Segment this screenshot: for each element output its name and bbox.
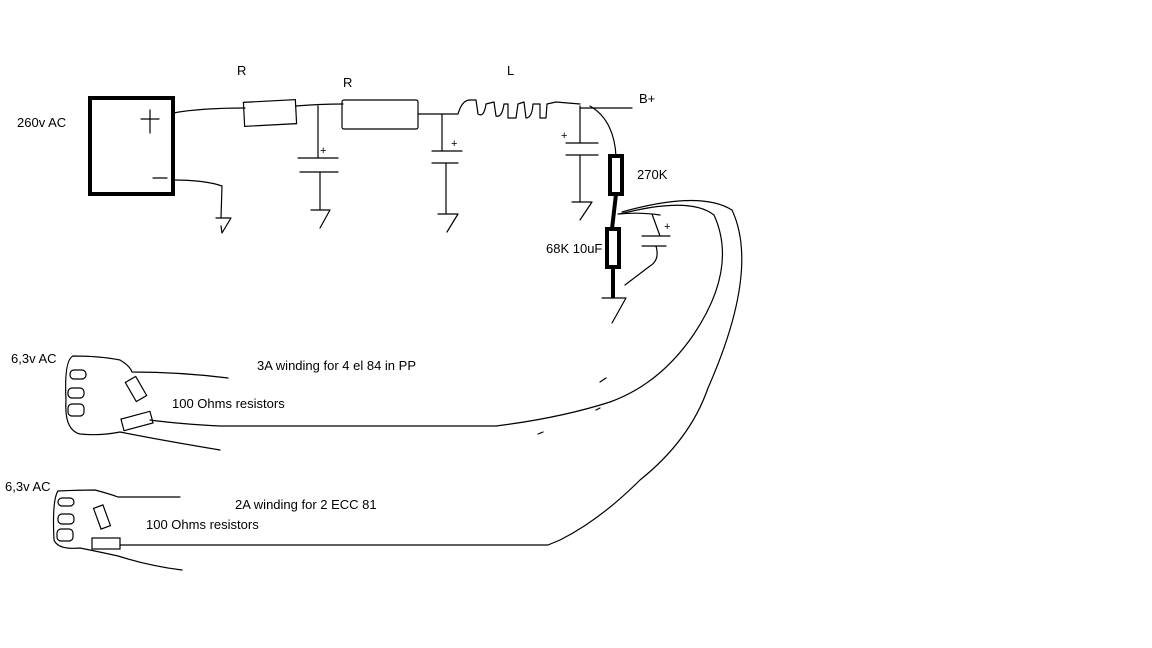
wire-source-ground bbox=[172, 179, 223, 219]
heater-1-resistor-b bbox=[120, 410, 154, 432]
cap-10uf bbox=[617, 212, 671, 286]
b-plus-label: B+ bbox=[639, 91, 656, 106]
wire-r1-to-r2 bbox=[295, 103, 344, 107]
heater-2-resistor-a bbox=[92, 504, 112, 530]
cap3-plus: + bbox=[561, 130, 568, 142]
resistor-270k-label: 270K bbox=[637, 167, 668, 182]
heater-1-return-wire bbox=[149, 204, 724, 427]
heater-1-resistors-label: 100 Ohms resistors bbox=[172, 396, 285, 411]
heater-2-resistors-label: 100 Ohms resistors bbox=[146, 517, 259, 532]
inductor-label: L bbox=[507, 63, 515, 78]
wire-bplus-to-270k bbox=[589, 105, 617, 157]
heater-1-desc-label: 3A winding for 4 el 84 in PP bbox=[257, 358, 416, 373]
cap2-wire bbox=[431, 113, 463, 214]
heater-1-pin-1 bbox=[69, 369, 87, 380]
wire-270k-to-68k bbox=[610, 193, 618, 230]
ground-4 bbox=[571, 201, 593, 221]
resistor-2-label: R bbox=[343, 75, 353, 90]
ground-5 bbox=[601, 297, 627, 324]
cap1-wire bbox=[297, 105, 339, 211]
source-plus-mark bbox=[140, 109, 160, 134]
resistor-68k bbox=[605, 227, 621, 269]
resistor-r2 bbox=[341, 99, 419, 130]
heater-2-pin-2 bbox=[57, 513, 75, 525]
resistor-1-label: R bbox=[237, 63, 247, 78]
heater-1-voltage-label: 6,3v AC bbox=[11, 351, 57, 366]
ground-2 bbox=[310, 209, 331, 229]
wire-source-to-r1 bbox=[172, 107, 246, 114]
resistor-r1 bbox=[242, 99, 298, 127]
power-source-box bbox=[88, 96, 175, 196]
inductor-l bbox=[469, 99, 581, 119]
heater-2-voltage-label: 6,3v AC bbox=[5, 479, 51, 494]
cap2-plus: + bbox=[451, 138, 458, 150]
divider-label: 68K 10uF bbox=[546, 241, 603, 256]
ground-1 bbox=[215, 217, 232, 234]
heater-1-pin-2 bbox=[67, 387, 85, 399]
heater-1-pin-3 bbox=[67, 403, 85, 417]
stray-mark-1 bbox=[537, 377, 607, 435]
heater-2-connector bbox=[52, 489, 183, 571]
heater-2-return-wire bbox=[119, 199, 743, 546]
cap3-wire bbox=[565, 105, 599, 203]
heater-2-pin-1 bbox=[57, 497, 75, 507]
heater-2-resistor-b bbox=[91, 537, 121, 550]
source-voltage-label: 260v AC bbox=[17, 115, 67, 130]
heater-1-resistor-a bbox=[124, 375, 148, 403]
heater-2-desc-label: 2A winding for 2 ECC 81 bbox=[235, 497, 377, 512]
wire-r2-to-l bbox=[417, 99, 471, 115]
heater-1-connector bbox=[65, 355, 229, 451]
heater-2-pin-3 bbox=[56, 528, 74, 542]
resistor-270k bbox=[608, 154, 624, 196]
cap-10uf-plus: + bbox=[664, 221, 671, 233]
cap1-plus: + bbox=[320, 145, 327, 157]
ground-3 bbox=[437, 213, 459, 233]
